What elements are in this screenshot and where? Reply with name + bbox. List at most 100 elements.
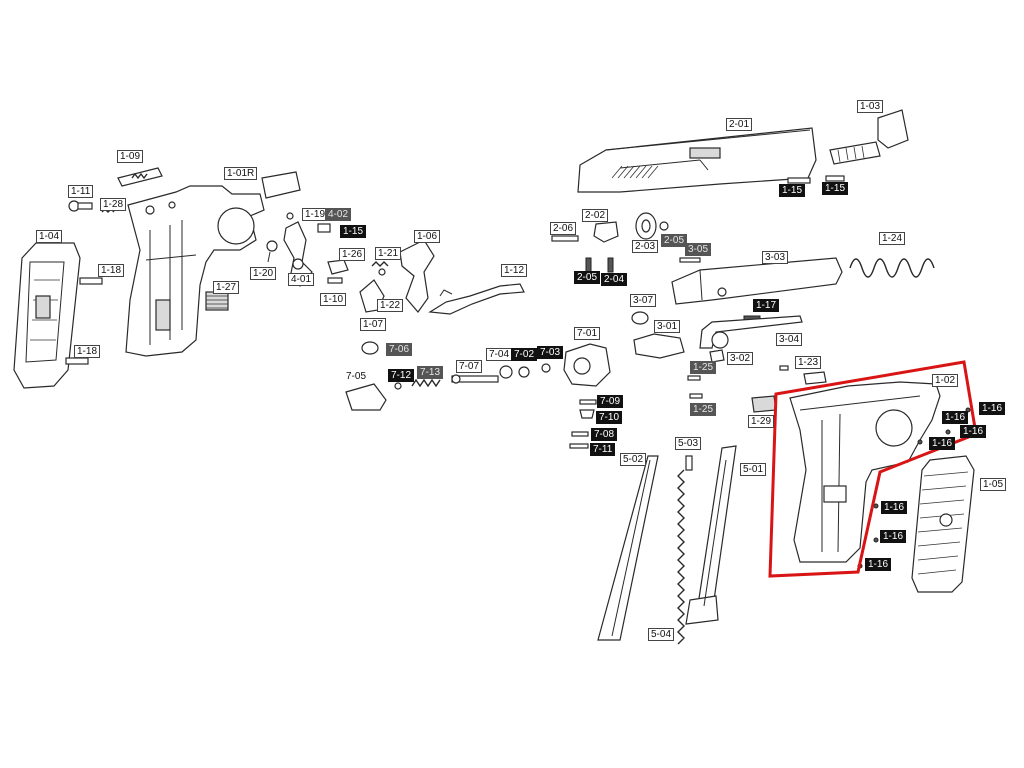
label-1-16b: 1-16 [979, 402, 1006, 415]
label-1-19: 1-19 [302, 208, 329, 221]
part-7-12-washer [394, 382, 402, 390]
part-1-18b-pin [65, 357, 89, 365]
part-7-07-strut [451, 374, 499, 384]
part-1-25a-pin [687, 375, 701, 381]
label-1-23: 1-23 [795, 356, 822, 369]
label-1-27: 1-27 [213, 281, 240, 294]
label-7-05: 7-05 [346, 371, 367, 382]
label-1-10: 1-10 [320, 293, 347, 306]
label-1-25b: 1-25 [690, 403, 717, 416]
label-1-22: 1-22 [377, 299, 404, 312]
label-1-11: 1-11 [68, 185, 94, 198]
part-2-03-plunger [635, 212, 657, 240]
label-5-02: 5-02 [620, 453, 647, 466]
part-7-08-pin [571, 431, 589, 437]
part-1-15-disconnector [317, 223, 331, 233]
part-1-03-rear-sight [829, 109, 909, 165]
label-2-01: 2-01 [726, 118, 753, 131]
label-2-05b: 2-05 [574, 271, 601, 284]
label-1-28: 1-28 [100, 198, 127, 211]
label-2-04: 2-04 [601, 273, 628, 286]
part-3-07-link [631, 311, 649, 325]
part-1-15b-pin [787, 177, 811, 184]
part-1-05-grip-panel [911, 455, 975, 593]
part-7-11-pin [569, 443, 589, 449]
label-1-15b: 1-15 [779, 184, 806, 197]
part-7-02-ring [518, 366, 530, 378]
part-2-02-extractor [593, 221, 619, 243]
label-7-04: 7-04 [486, 348, 513, 361]
part-7-01-housing [563, 343, 611, 387]
label-3-03: 3-03 [762, 251, 789, 264]
label-7-02: 7-02 [511, 348, 538, 361]
label-3-04: 3-04 [776, 333, 803, 346]
label-7-07: 7-07 [456, 360, 483, 373]
part-3-02-link-pin [709, 349, 725, 363]
part-1-23-slide-stop [779, 365, 827, 385]
label-7-09: 7-09 [597, 395, 624, 408]
label-1-07: 1-07 [360, 318, 387, 331]
label-1-16f: 1-16 [880, 530, 907, 543]
part-1-26-sear [327, 259, 349, 284]
part-2-01-slide [577, 127, 817, 193]
part-1-12-safety [428, 283, 525, 315]
label-1-16c: 1-16 [960, 425, 987, 438]
label-1-21: 1-21 [375, 247, 402, 260]
label-3-05: 3-05 [685, 243, 712, 256]
label-5-03: 5-03 [675, 437, 702, 450]
label-1-15a: 1-15 [340, 225, 367, 238]
label-2-03: 2-03 [632, 240, 659, 253]
part-1-27-mainspring-block [205, 291, 229, 311]
label-4-02: 4-02 [325, 208, 352, 221]
part-5-04-magazine-spring [677, 469, 685, 645]
label-1-04: 1-04 [36, 230, 63, 243]
label-1-26: 1-26 [339, 248, 366, 261]
label-1-15c: 1-15 [822, 182, 849, 195]
part-5-03-follower [685, 455, 693, 471]
label-1-02: 1-02 [932, 374, 959, 387]
label-5-04: 5-04 [648, 628, 675, 641]
highlight-outline [768, 360, 978, 578]
part-2-06-pin [551, 235, 579, 242]
part-3-01-bushing [633, 333, 685, 359]
part-2-05-spring [659, 221, 669, 231]
part-7-05-hammer [345, 383, 387, 411]
label-7-11: 7-11 [590, 443, 616, 456]
label-7-03a: 7-03 [537, 346, 564, 359]
label-7-13: 7-13 [417, 366, 444, 379]
part-1-09-pin [117, 167, 163, 187]
label-5-01: 5-01 [740, 463, 767, 476]
label-1-29: 1-29 [748, 415, 775, 428]
part-1-21-spring [371, 261, 389, 276]
part-7-04-ring [499, 365, 513, 379]
part-7-09-pin [579, 399, 597, 405]
label-1-18b: 1-18 [74, 345, 101, 358]
part-1-11-screw [68, 200, 93, 212]
part-1-06-trigger [399, 239, 435, 313]
part-5-01-magazine-assembly [685, 445, 737, 625]
label-1-24: 1-24 [879, 232, 906, 245]
label-1-16a: 1-16 [942, 411, 969, 424]
label-7-01: 7-01 [574, 327, 601, 340]
part-1-20-pin [266, 240, 278, 263]
part-3-05-pin [679, 257, 701, 263]
label-4-01: 4-01 [288, 273, 315, 286]
part-1-18a-pin [79, 277, 103, 285]
label-3-07: 3-07 [630, 294, 657, 307]
part-1-24-recoil-spring [849, 258, 935, 278]
label-1-18a: 1-18 [98, 264, 125, 277]
label-1-17: 1-17 [753, 299, 780, 312]
label-1-25a: 1-25 [690, 361, 717, 374]
part-2-05b-pin [585, 257, 592, 273]
label-1-16e: 1-16 [881, 501, 908, 514]
part-1-25b-pin [689, 393, 703, 399]
label-1-20: 1-20 [250, 267, 277, 280]
part-1-01R-frame [125, 171, 301, 357]
label-1-16g: 1-16 [865, 558, 892, 571]
part-7-06-pin [361, 341, 379, 355]
label-3-02: 3-02 [727, 352, 754, 365]
label-2-06: 2-06 [550, 222, 577, 235]
part-7-03-ring [541, 363, 551, 373]
part-1-04-grip-panel [13, 242, 81, 389]
